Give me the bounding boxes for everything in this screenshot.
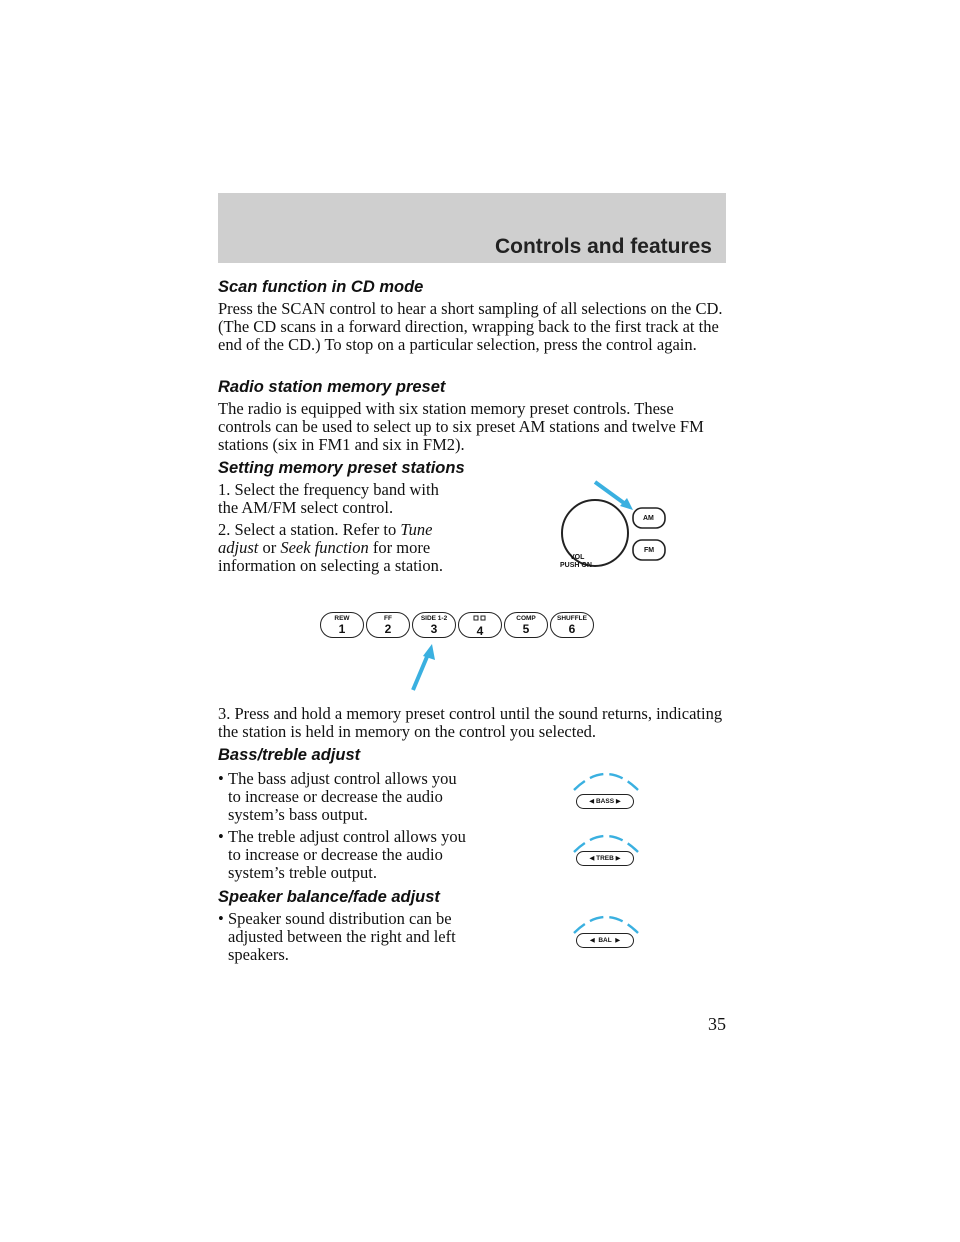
treble-bullet: •The treble adjust control allows you to… bbox=[218, 827, 466, 882]
vol-label: VOL bbox=[570, 554, 585, 561]
treb-arc bbox=[573, 834, 639, 853]
balance-bullet: •Speaker sound distribution can be adjus… bbox=[218, 909, 456, 964]
preset-arrow bbox=[411, 644, 435, 691]
am-button: AM bbox=[643, 515, 654, 522]
preset-body: The radio is equipped with six station m… bbox=[218, 399, 704, 454]
setting-step3: 3. Press and hold a memory preset contro… bbox=[218, 704, 723, 741]
header-band: Controls and features bbox=[218, 193, 726, 263]
radio-knob-diagram bbox=[561, 480, 666, 567]
push-on-label: PUSH ON bbox=[560, 562, 592, 569]
arrow-line bbox=[593, 480, 630, 508]
scan-heading: Scan function in CD mode bbox=[218, 278, 424, 296]
tape-icon bbox=[459, 615, 501, 625]
bass-arc bbox=[573, 772, 639, 791]
bass-heading: Bass/treble adjust bbox=[218, 746, 361, 764]
am-button-outline bbox=[632, 507, 666, 529]
page-number: 35 bbox=[708, 1014, 726, 1034]
arrow-head bbox=[620, 498, 633, 510]
bass-bullet: •The bass adjust control allows you to i… bbox=[218, 769, 457, 824]
setting-step1: 1. Select the frequency band with the AM… bbox=[218, 480, 439, 517]
setting-heading: Setting memory preset stations bbox=[218, 459, 465, 477]
seek-function-ref: Seek function bbox=[280, 538, 369, 557]
fm-button-outline bbox=[632, 539, 666, 561]
bass-control: ◀ BASS ▶ bbox=[576, 794, 634, 809]
fm-button: FM bbox=[644, 547, 655, 554]
page-header-title: Controls and features bbox=[494, 235, 712, 258]
setting-step2: 2. Select a station. Refer to Tune adjus… bbox=[218, 520, 443, 575]
scan-body: Press the SCAN control to hear a short s… bbox=[218, 299, 723, 354]
tune-adjust-ref: Tune adjust bbox=[218, 520, 433, 557]
volume-knob bbox=[561, 499, 629, 567]
preset-button-4: 4 bbox=[458, 612, 502, 638]
bal-arc bbox=[573, 915, 639, 934]
preset-heading: Radio station memory preset bbox=[218, 378, 446, 396]
treb-control: ◀ TREB ▶ bbox=[576, 851, 634, 866]
bal-control: ◀ BAL ▶ bbox=[576, 933, 634, 948]
balance-heading: Speaker balance/fade adjust bbox=[218, 888, 440, 906]
